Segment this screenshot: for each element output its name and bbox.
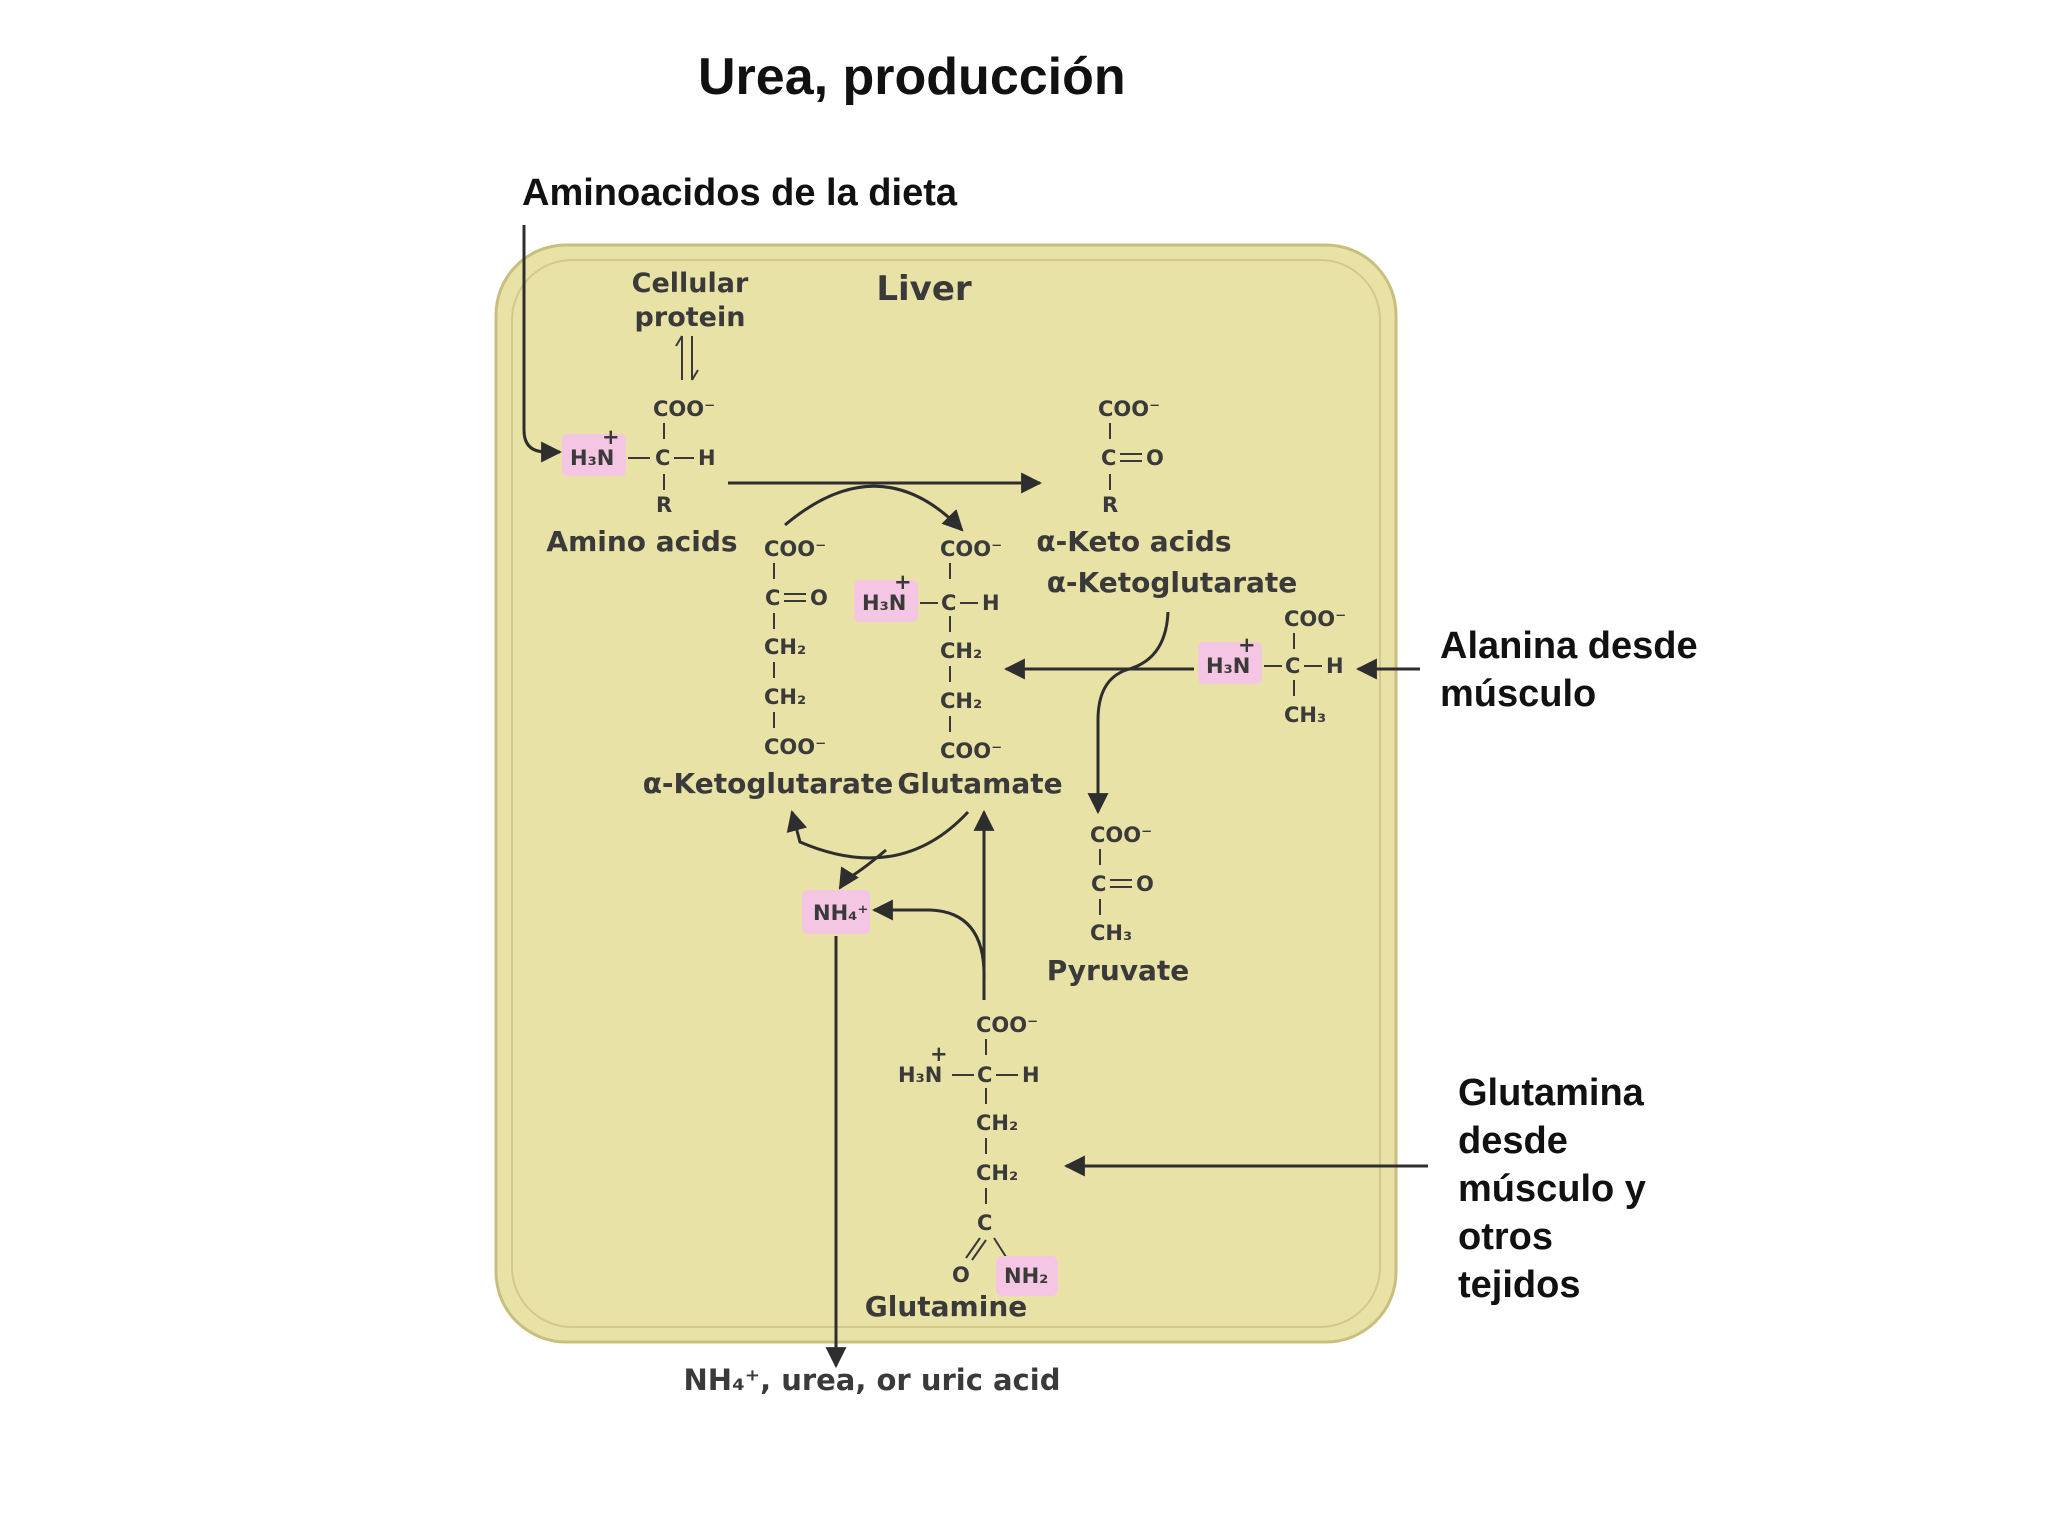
svg-text:H: H [1326,654,1344,678]
amino-acid-structure: H₃N + COO⁻ C H R [562,397,716,517]
label-alanine-line2: músculo [1440,673,1596,715]
liver-inner-border [511,259,1381,1328]
label-alanine-line1: Alanina desde [1440,625,1698,667]
svg-text:O: O [810,586,828,610]
glutamate-label: Glutamate [897,767,1062,800]
label-glutamine-line4: otros [1458,1216,1553,1258]
svg-text:+: + [930,1042,948,1066]
ketoglutarate-to-glutamate-arrow [784,484,964,532]
keto-acid-structure: COO⁻ C O R [1098,397,1164,517]
svg-text:COO⁻: COO⁻ [764,735,826,759]
svg-text:O: O [1136,872,1154,896]
glutamate-to-ammonium-arrow [838,848,887,890]
keto-acids-label: α-Keto acids [1036,525,1231,558]
glutamate-to-ketoglutarate-arrow [786,809,970,860]
svg-text:COO⁻: COO⁻ [764,537,826,561]
svg-text:R: R [1102,493,1118,517]
glutamate-amino-highlight [854,580,918,622]
alanine-amino-highlight [1198,642,1262,684]
svg-text:H: H [982,591,1000,615]
svg-text:COO⁻: COO⁻ [976,1013,1038,1037]
svg-text:CH₃: CH₃ [1090,921,1132,945]
equilibrium-arrows [675,335,699,381]
svg-text:CH₂: CH₂ [764,635,806,659]
svg-text:C: C [941,591,956,615]
ketoglutarate-right-label: α-Ketoglutarate [1047,566,1298,599]
svg-text:H₃N: H₃N [1206,654,1250,678]
diet-input-arrow [522,225,563,463]
svg-text:H₃N: H₃N [570,446,614,470]
svg-text:H: H [1022,1063,1040,1087]
label-glutamine-line2: desde [1458,1120,1568,1162]
svg-text:+: + [602,425,620,449]
svg-text:CH₂: CH₂ [764,685,806,709]
svg-text:H₃N: H₃N [898,1063,942,1087]
ammonium-highlight [802,890,870,934]
label-diet-amino-acids: Aminoacidos de la dieta [522,172,958,214]
svg-text:COO⁻: COO⁻ [940,537,1002,561]
cellular-protein-line1: Cellular [632,268,749,299]
svg-text:COO⁻: COO⁻ [1098,397,1160,421]
svg-text:C: C [977,1211,992,1235]
amino-acids-label: Amino acids [546,525,737,558]
pyruvate-label: Pyruvate [1047,954,1190,987]
glutamine-amide-highlight [996,1256,1058,1296]
ketoglutarate-structure: COO⁻ C O CH₂ CH₂ COO⁻ [764,537,828,759]
label-glutamine-line5: tejidos [1458,1264,1580,1306]
ketoglutarate-left-label: α-Ketoglutarate [643,767,894,800]
svg-text:C: C [977,1063,992,1087]
amino-group-highlight [562,434,626,476]
svg-text:C: C [765,586,780,610]
amide-nh2-label: NH₂ [1004,1264,1048,1288]
liver-label: Liver [876,269,972,309]
glutamine-label: Glutamine [865,1290,1028,1323]
svg-text:CH₂: CH₂ [940,639,982,663]
ketoglutarate-to-pyruvate-arrow [1087,611,1170,815]
svg-text:O: O [952,1263,970,1287]
alanine-structure: H₃N + COO⁻ C H CH₃ [1198,607,1346,727]
svg-text:H₃N: H₃N [862,591,906,615]
svg-text:H: H [698,446,716,470]
svg-text:COO⁻: COO⁻ [1090,823,1152,847]
slide-title: Urea, producción [698,48,1126,106]
pyruvate-structure: COO⁻ C O CH₃ [1090,823,1154,945]
svg-text:R: R [656,493,672,517]
svg-text:CH₂: CH₂ [940,689,982,713]
svg-text:C: C [655,446,670,470]
svg-text:+: + [1238,633,1256,657]
liver-compartment [494,243,1398,1344]
svg-text:COO⁻: COO⁻ [653,397,715,421]
svg-text:C: C [1101,446,1116,470]
svg-text:COO⁻: COO⁻ [1284,607,1346,631]
glutamine-structure: COO⁻ H₃N + C H CH₂ CH₂ C O [898,1013,1058,1296]
svg-text:CH₂: CH₂ [976,1161,1018,1185]
label-glutamine-line1: Glutamina [1458,1072,1645,1114]
output-label: NH₄⁺, urea, or uric acid [684,1363,1061,1397]
cellular-protein-line2: protein [635,302,746,333]
svg-text:C: C [1285,654,1300,678]
label-glutamine-line3: músculo y [1458,1168,1646,1210]
svg-text:COO⁻: COO⁻ [940,739,1002,763]
svg-text:+: + [894,570,912,594]
svg-text:O: O [1146,446,1164,470]
ammonium-label: NH₄⁺ [813,901,868,925]
svg-text:CH₃: CH₃ [1284,703,1326,727]
glutamine-to-ammonium-arrow [871,899,986,981]
svg-text:C: C [1091,872,1106,896]
svg-text:CH₂: CH₂ [976,1111,1018,1135]
glutamate-structure: H₃N + COO⁻ C H CH₂ CH₂ COO⁻ [854,537,1002,763]
